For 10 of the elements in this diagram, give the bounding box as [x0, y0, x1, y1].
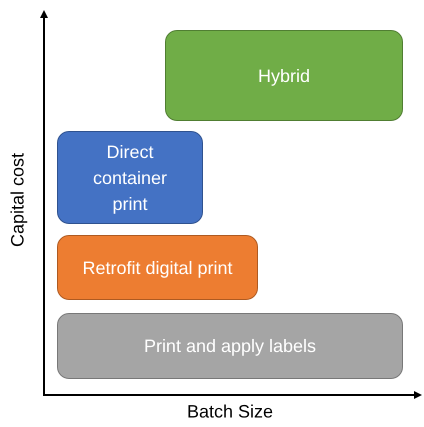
- box-label: Direct container print: [92, 140, 168, 216]
- category-box: [57, 313, 403, 379]
- x-axis-label: Batch Size: [186, 402, 274, 422]
- category-box: [57, 235, 258, 300]
- box-label: Hybrid: [258, 64, 310, 88]
- box-label: Retrofit digital print: [82, 256, 233, 280]
- y-axis-label: Capital cost: [8, 152, 28, 248]
- box-label: Print and apply labels: [144, 335, 316, 358]
- category-box: [57, 131, 203, 224]
- category-box: [165, 30, 403, 121]
